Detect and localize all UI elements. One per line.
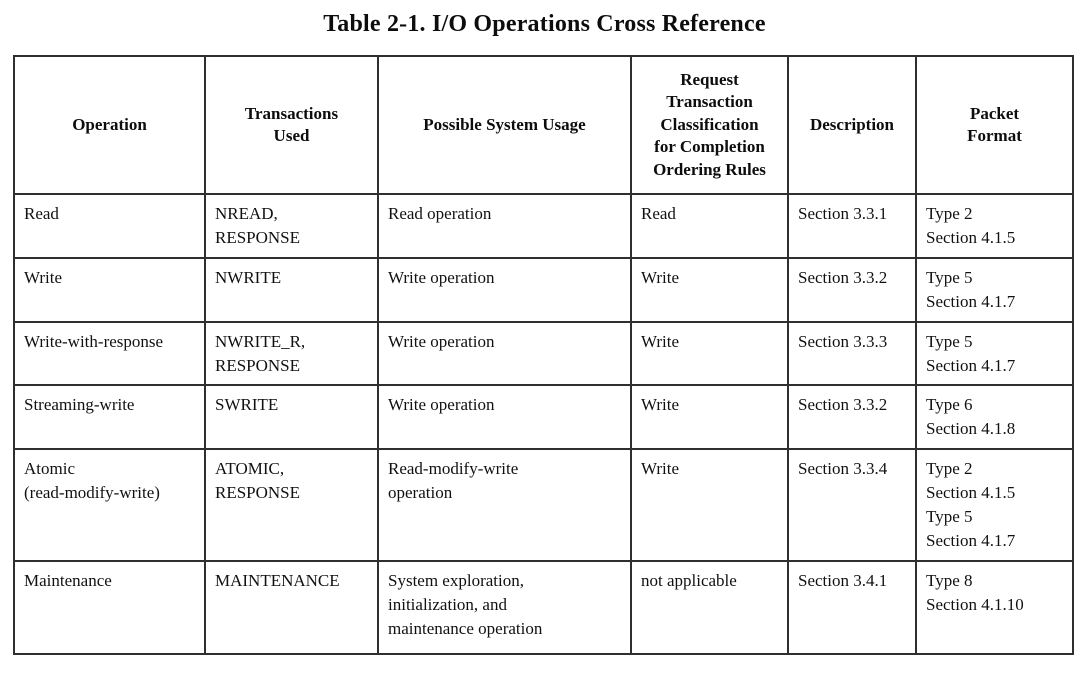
header-cell-possible-system-usage: Possible System Usage [377, 55, 632, 195]
table-title: Table 2-1. I/O Operations Cross Referenc… [323, 11, 766, 37]
cell-operation: Streaming-write [13, 384, 206, 450]
cell-system-usage: Write operation [377, 384, 632, 450]
header-cell-description: Description [787, 55, 917, 195]
cell-packet-format: Type 5 Section 4.1.7 [915, 321, 1074, 386]
cell-classification: Write [630, 321, 789, 386]
cell-classification: Write [630, 448, 789, 562]
cell-description: Section 3.3.3 [787, 321, 917, 386]
cell-transactions: ATOMIC, RESPONSE [204, 448, 379, 562]
cell-system-usage: Read-modify-write operation [377, 448, 632, 562]
cell-operation: Maintenance [13, 560, 206, 655]
cell-classification: Write [630, 384, 789, 450]
cell-transactions: SWRITE [204, 384, 379, 450]
header-cell-packet-format: Packet Format [915, 55, 1074, 195]
header-cell-request-transaction-classification: Request Transaction Classification for C… [630, 55, 789, 195]
header-cell-operation: Operation [13, 55, 206, 195]
cell-packet-format: Type 2 Section 4.1.5 [915, 193, 1074, 259]
table-row-write-with-response: Write-with-response NWRITE_R, RESPONSE W… [13, 321, 1074, 386]
cell-description: Section 3.3.2 [787, 384, 917, 450]
cell-operation: Write [13, 257, 206, 323]
table-header-row: Operation Transactions Used Possible Sys… [13, 55, 1074, 195]
cell-operation: Read [13, 193, 206, 259]
table-row-atomic: Atomic (read-modify-write) ATOMIC, RESPO… [13, 448, 1074, 562]
cell-packet-format: Type 6 Section 4.1.8 [915, 384, 1074, 450]
cell-transactions: NWRITE [204, 257, 379, 323]
cell-classification: Write [630, 257, 789, 323]
cell-system-usage: Read operation [377, 193, 632, 259]
cell-packet-format: Type 8 Section 4.1.10 [915, 560, 1074, 655]
cell-transactions: NWRITE_R, RESPONSE [204, 321, 379, 386]
cell-operation: Atomic (read-modify-write) [13, 448, 206, 562]
cell-system-usage: Write operation [377, 257, 632, 323]
cell-description: Section 3.3.4 [787, 448, 917, 562]
cell-classification: not applicable [630, 560, 789, 655]
cell-packet-format: Type 2 Section 4.1.5 Type 5 Section 4.1.… [915, 448, 1074, 562]
cell-description: Section 3.3.2 [787, 257, 917, 323]
table-row-streaming-write: Streaming-write SWRITE Write operation W… [13, 384, 1074, 450]
cell-operation: Write-with-response [13, 321, 206, 386]
table-row-maintenance: Maintenance MAINTENANCE System explorati… [13, 560, 1074, 655]
table-row-write: Write NWRITE Write operation Write Secti… [13, 257, 1074, 323]
header-cell-transactions-used: Transactions Used [204, 55, 379, 195]
io-operations-cross-reference-table: Operation Transactions Used Possible Sys… [13, 55, 1074, 655]
cell-description: Section 3.3.1 [787, 193, 917, 259]
cell-description: Section 3.4.1 [787, 560, 917, 655]
cell-transactions: NREAD, RESPONSE [204, 193, 379, 259]
table-row-read: Read NREAD, RESPONSE Read operation Read… [13, 193, 1074, 259]
cell-classification: Read [630, 193, 789, 259]
cell-packet-format: Type 5 Section 4.1.7 [915, 257, 1074, 323]
cell-system-usage: System exploration, initialization, and … [377, 560, 632, 655]
cell-system-usage: Write operation [377, 321, 632, 386]
cell-transactions: MAINTENANCE [204, 560, 379, 655]
